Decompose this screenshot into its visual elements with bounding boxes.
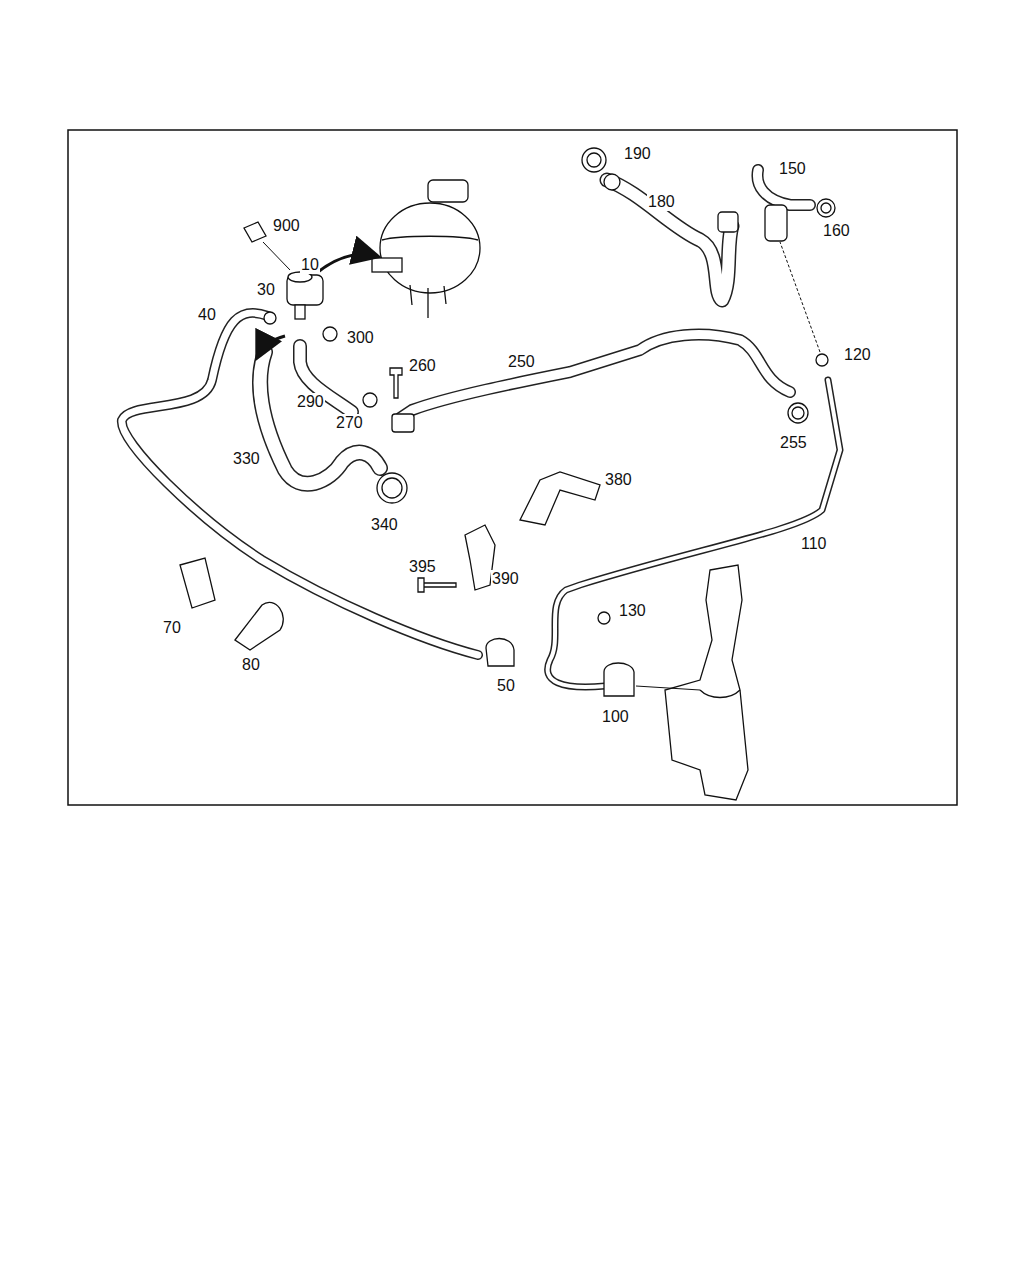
callout-number: 110: [800, 535, 828, 553]
callout-number: 290: [296, 393, 325, 411]
parts: [180, 148, 835, 800]
callout-number: 130: [618, 602, 647, 620]
callout-number: 255: [779, 434, 808, 452]
callout-number: 10: [300, 256, 320, 274]
callout-number: 330: [232, 450, 261, 468]
callout-number: 30: [256, 281, 276, 299]
callout-number: 300: [346, 329, 375, 347]
callout-number: 160: [822, 222, 851, 240]
callout-number: 70: [162, 619, 182, 637]
callout-number: 395: [408, 558, 437, 576]
callout-number: 100: [601, 708, 630, 726]
callout-number: 150: [778, 160, 807, 178]
callout-number: 380: [604, 471, 633, 489]
callout-number: 190: [623, 145, 652, 163]
callout-number: 250: [507, 353, 536, 371]
callout-number: 260: [408, 357, 437, 375]
callout-number: 270: [335, 414, 364, 432]
leader-lines: [258, 242, 820, 690]
callout-number: 390: [491, 570, 520, 588]
callout-number: 50: [496, 677, 516, 695]
callout-number: 340: [370, 516, 399, 534]
callout-number: 120: [843, 346, 872, 364]
callout-number: 80: [241, 656, 261, 674]
callout-number: 900: [272, 217, 301, 235]
callout-number: 180: [647, 193, 676, 211]
callout-number: 40: [197, 306, 217, 324]
frame: [68, 130, 957, 805]
